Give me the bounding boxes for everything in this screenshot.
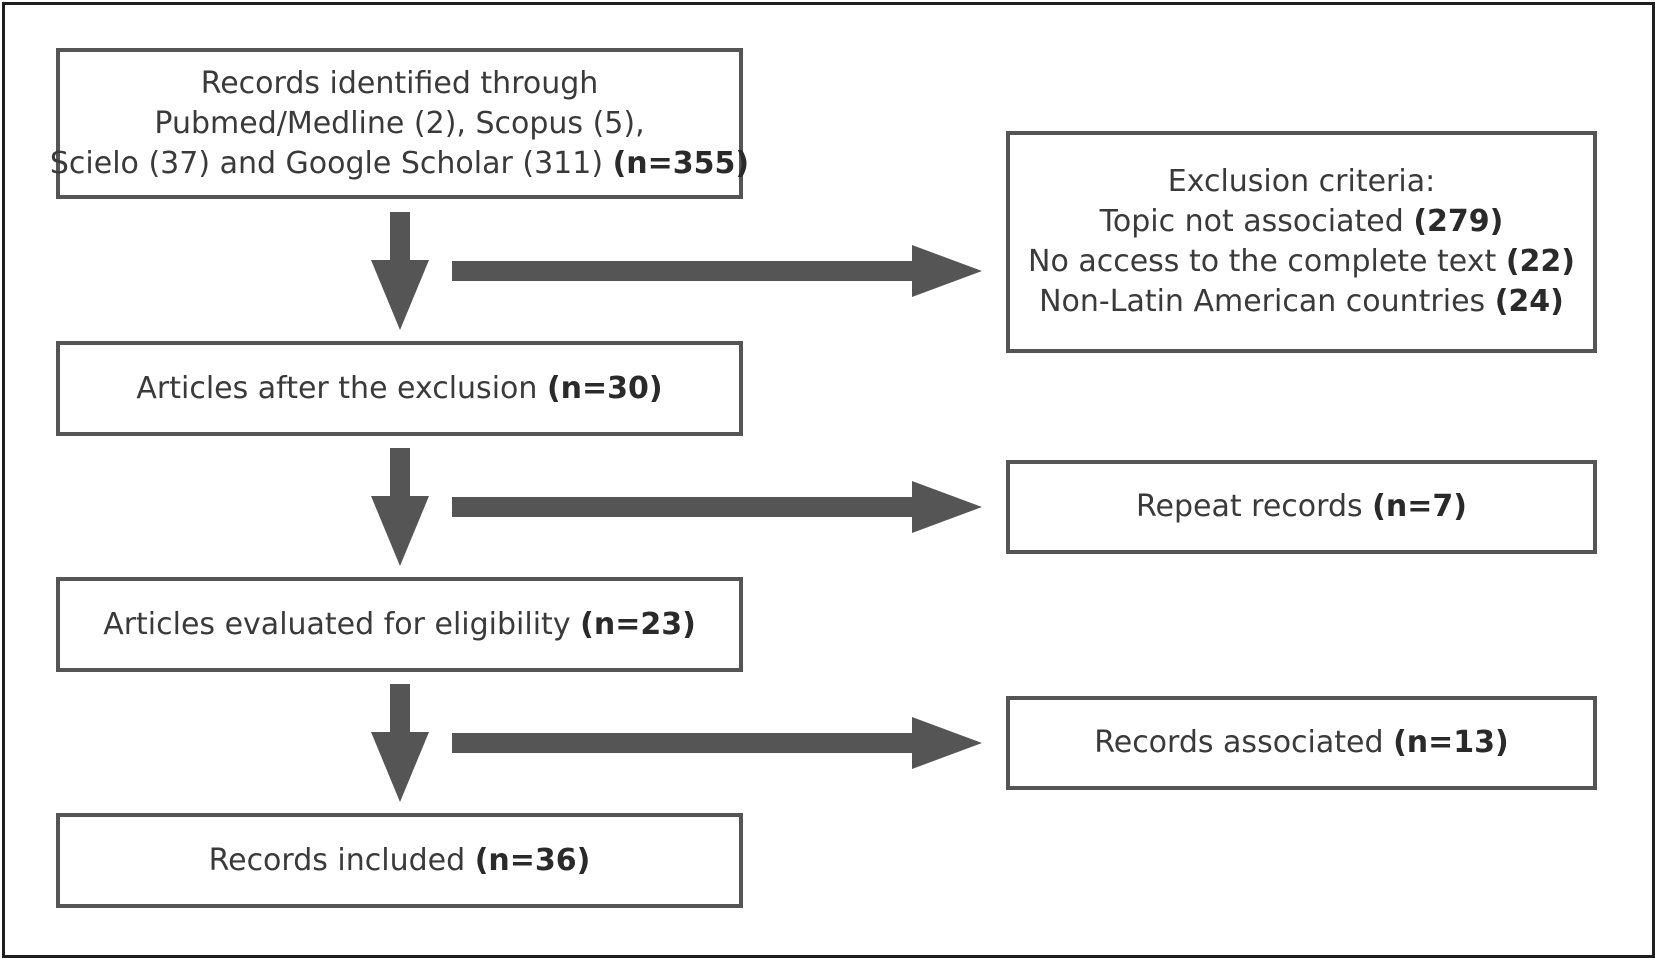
exclusion-criteria-title: Exclusion criteria: [1167, 164, 1436, 199]
repeat-records-box: Repeat records (n=7) [1006, 460, 1597, 554]
down-arrow-3 [371, 684, 429, 802]
articles-eligibility-count: (n=23) [580, 606, 696, 642]
records-associated-label: Records associated [1094, 725, 1384, 760]
repeat-records-label: Repeat records [1136, 489, 1363, 524]
articles-after-exclusion-count: (n=30) [546, 370, 663, 406]
exclusion-item-topic-label: Topic not associated [1099, 204, 1404, 239]
exclusion-item-access: No access to the complete text (22) [1028, 242, 1575, 282]
right-arrow-2 [452, 481, 982, 533]
records-identified-line-3: Scielo (37) and Google Scholar (311) (n=… [50, 144, 749, 184]
records-included-label: Records included [208, 842, 466, 878]
articles-eligibility-label: Articles evaluated for eligibility [103, 606, 571, 642]
right-arrow-1 [452, 245, 982, 297]
repeat-records-count: (n=7) [1372, 489, 1467, 524]
exclusion-item-access-label: No access to the complete text [1028, 244, 1497, 279]
records-identified-sources: Scielo (37) and Google Scholar (311) [49, 145, 604, 181]
articles-after-exclusion-label: Articles after the exclusion [136, 370, 538, 406]
records-associated-count: (n=13) [1393, 725, 1509, 760]
exclusion-criteria-box: Exclusion criteria: Topic not associated… [1006, 131, 1597, 353]
records-associated-box: Records associated (n=13) [1006, 696, 1597, 790]
records-included-count: (n=36) [474, 842, 591, 878]
articles-eligibility-box: Articles evaluated for eligibility (n=23… [56, 577, 743, 672]
exclusion-item-countries-label: Non-Latin American countries [1039, 284, 1486, 319]
exclusion-item-countries-count: (24) [1494, 284, 1564, 319]
exclusion-item-countries: Non-Latin American countries (24) [1028, 282, 1575, 322]
down-arrow-2 [371, 448, 429, 566]
exclusion-item-access-count: (22) [1505, 244, 1575, 279]
records-identified-line-1: Records identified through [200, 65, 599, 101]
records-included-box: Records included (n=36) [56, 813, 743, 908]
records-identified-count: (n=355) [612, 145, 750, 181]
articles-after-exclusion-box: Articles after the exclusion (n=30) [56, 341, 743, 436]
exclusion-item-topic-count: (279) [1413, 204, 1504, 239]
right-arrow-3 [452, 717, 982, 769]
down-arrow-1 [371, 212, 429, 330]
records-identified-line-2: Pubmed/Medline (2), Scopus (5), [154, 105, 645, 141]
exclusion-item-topic: Topic not associated (279) [1028, 202, 1575, 242]
records-identified-box: Records identified through Pubmed/Medlin… [50, 48, 749, 199]
